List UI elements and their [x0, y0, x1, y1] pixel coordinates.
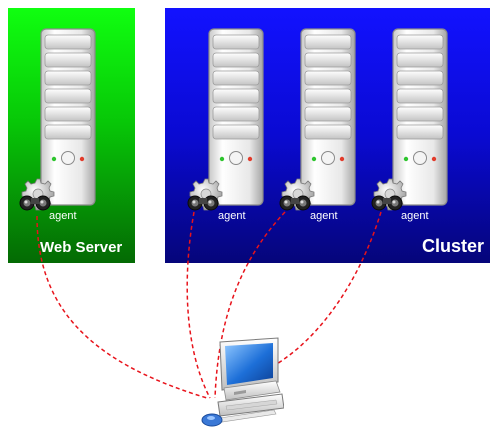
connection-agent-3: [269, 211, 382, 369]
agent-label: agent: [218, 210, 246, 222]
connection-web-agent: [36, 215, 208, 399]
agent-label: agent: [49, 210, 77, 222]
workstation-computer-icon: [201, 337, 284, 427]
cluster-title: Cluster: [422, 236, 485, 256]
agent-label: agent: [310, 210, 338, 222]
connection-agent-1: [186, 211, 211, 399]
connection-agent-2: [214, 211, 286, 399]
web-server-title: Web Server: [40, 239, 123, 256]
agent-label: agent: [401, 210, 429, 222]
